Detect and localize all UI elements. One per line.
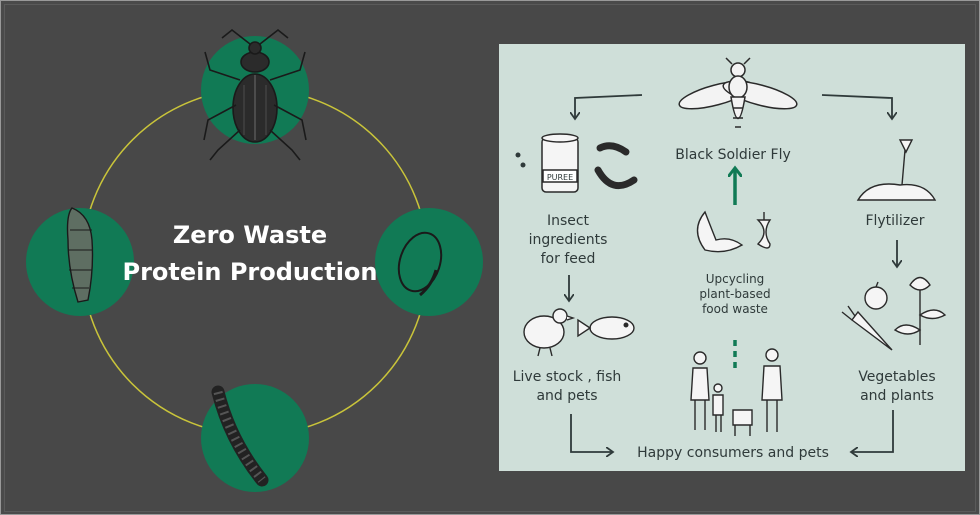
droplets-icon xyxy=(515,152,526,168)
pupa-icon xyxy=(66,207,94,303)
upcycling-line-3: food waste xyxy=(702,302,768,316)
larva-icon xyxy=(211,385,269,487)
banana-peel-icon xyxy=(696,210,744,253)
insect-ingredients-line-2: ingredients xyxy=(529,232,608,248)
apple-icon xyxy=(864,281,888,310)
arrow-fly-to-flytilizer xyxy=(821,94,892,118)
insect-ingredients-line-3: for feed xyxy=(541,251,596,267)
black-soldier-fly-label: Black Soldier Fly xyxy=(675,147,791,163)
stage-egg xyxy=(375,208,483,316)
insect-ingredients-line-1: Insect xyxy=(547,213,590,229)
chicken-icon xyxy=(523,308,576,357)
value-chain-panel: Black Soldier Fly PUREE Insect ingredien… xyxy=(499,44,965,471)
lifecycle-diagram: Zero Waste Protein Production xyxy=(26,28,483,492)
vegetables-line-1: Vegetables xyxy=(858,369,935,385)
title-line-1: Zero Waste xyxy=(173,221,327,249)
carrot-icon xyxy=(841,305,893,351)
beetle-icon xyxy=(203,28,307,161)
livestock-line-2: and pets xyxy=(536,388,597,404)
egg-icon xyxy=(397,231,443,297)
stage-pupa xyxy=(26,207,134,316)
happy-consumers-label: Happy consumers and pets xyxy=(637,445,829,461)
upcycling-line-1: Upcycling xyxy=(706,272,765,286)
livestock-line-1: Live stock , fish xyxy=(513,369,622,385)
flytilizer-label: Flytilizer xyxy=(865,213,924,229)
puree-can-icon xyxy=(541,133,579,193)
upcycling-line-2: plant-based xyxy=(699,287,770,301)
stage-adult-beetle xyxy=(201,28,309,161)
arrow-vegetables-to-happy xyxy=(852,410,894,452)
title-line-2: Protein Production xyxy=(122,258,377,286)
vegetables-line-2: and plants xyxy=(860,388,934,404)
flower-plant-icon xyxy=(893,276,947,345)
larvae-icon xyxy=(594,142,638,190)
arrow-fly-to-insect xyxy=(575,94,643,118)
stage-larva xyxy=(201,384,309,492)
fly-icon xyxy=(678,57,798,128)
fish-icon xyxy=(577,316,635,340)
puree-label: PUREE xyxy=(547,173,573,182)
soil-shovel-icon xyxy=(856,139,937,201)
family-icon xyxy=(690,348,783,436)
apple-core-icon xyxy=(756,212,772,249)
arrow-livestock-to-happy xyxy=(570,414,612,452)
